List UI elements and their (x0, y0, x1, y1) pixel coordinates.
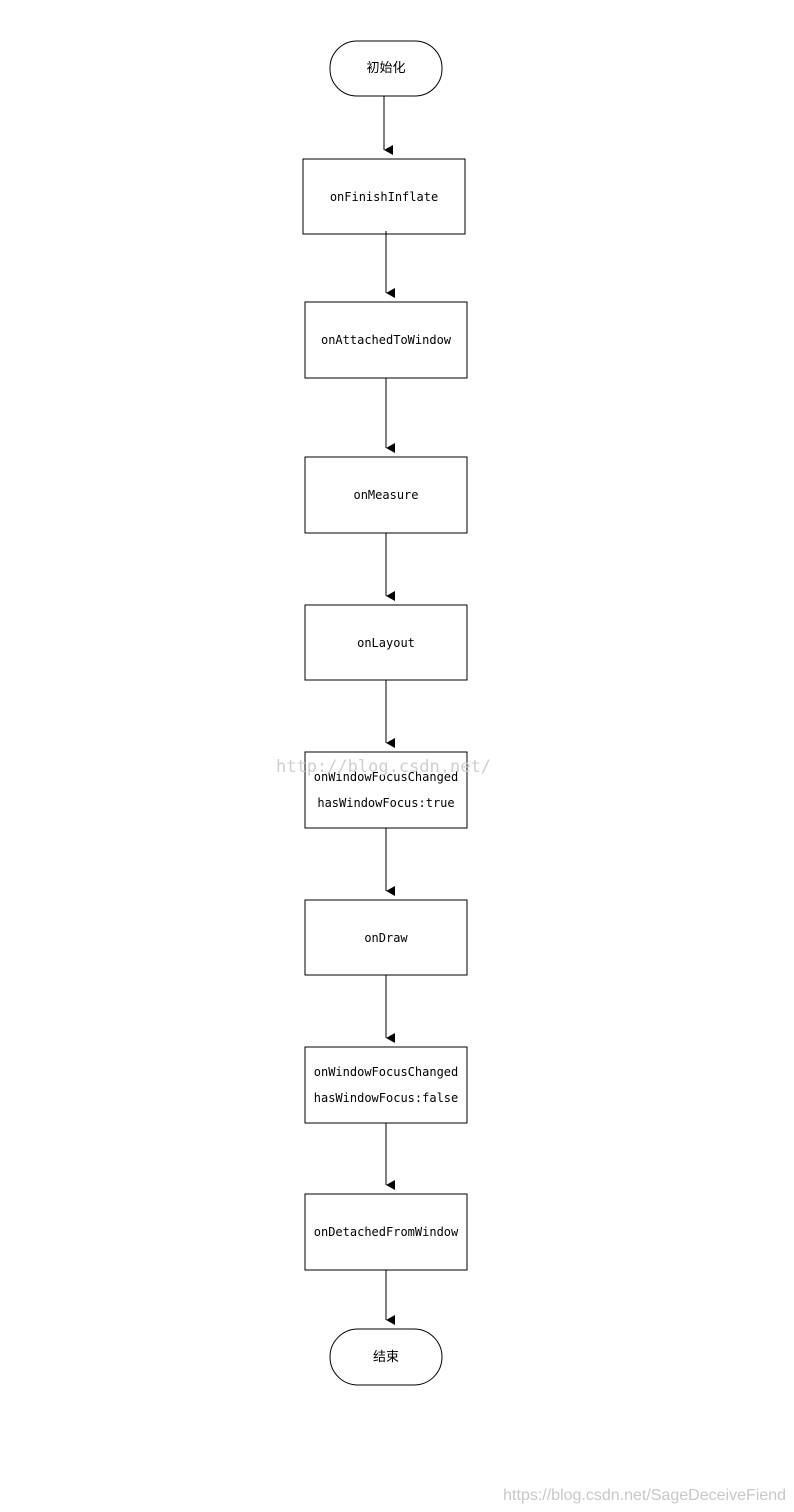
start-terminator: 初始化 (329, 40, 443, 97)
process-onattachedtowindow: onAttachedToWindow (304, 301, 468, 379)
watermark-bottom: https://blog.csdn.net/SageDeceiveFiend (503, 1487, 786, 1504)
process-ondetachedfromwindow: onDetachedFromWindow (304, 1193, 468, 1271)
onfinishinflate-label: onFinishInflate (330, 190, 438, 204)
process-onfinishinflate: onFinishInflate (302, 158, 466, 235)
process-ondraw: onDraw (304, 899, 468, 976)
onlayout-label: onLayout (357, 636, 415, 650)
end-label: 结束 (373, 1350, 399, 1365)
focus-true-line2: hasWindowFocus:true (317, 796, 454, 810)
process-onlayout: onLayout (304, 604, 468, 681)
onmeasure-label: onMeasure (353, 488, 418, 502)
ondetachedfromwindow-label: onDetachedFromWindow (314, 1225, 459, 1239)
ondraw-label: onDraw (364, 931, 408, 945)
focus-false-line1: onWindowFocusChanged (314, 1065, 459, 1079)
focus-false-line2: hasWindowFocus:false (314, 1091, 459, 1105)
start-label: 初始化 (366, 61, 405, 76)
process-focus-true: onWindowFocusChanged hasWindowFocus:true (304, 751, 468, 829)
end-terminator: 结束 (329, 1328, 443, 1386)
process-onmeasure: onMeasure (304, 456, 468, 534)
onattachedtowindow-label: onAttachedToWindow (321, 333, 452, 347)
watermark-middle: http://blog.csdn.net/ (276, 757, 491, 777)
focus-true-line1: onWindowFocusChanged (314, 770, 459, 784)
process-focus-false: onWindowFocusChanged hasWindowFocus:fals… (304, 1046, 468, 1124)
